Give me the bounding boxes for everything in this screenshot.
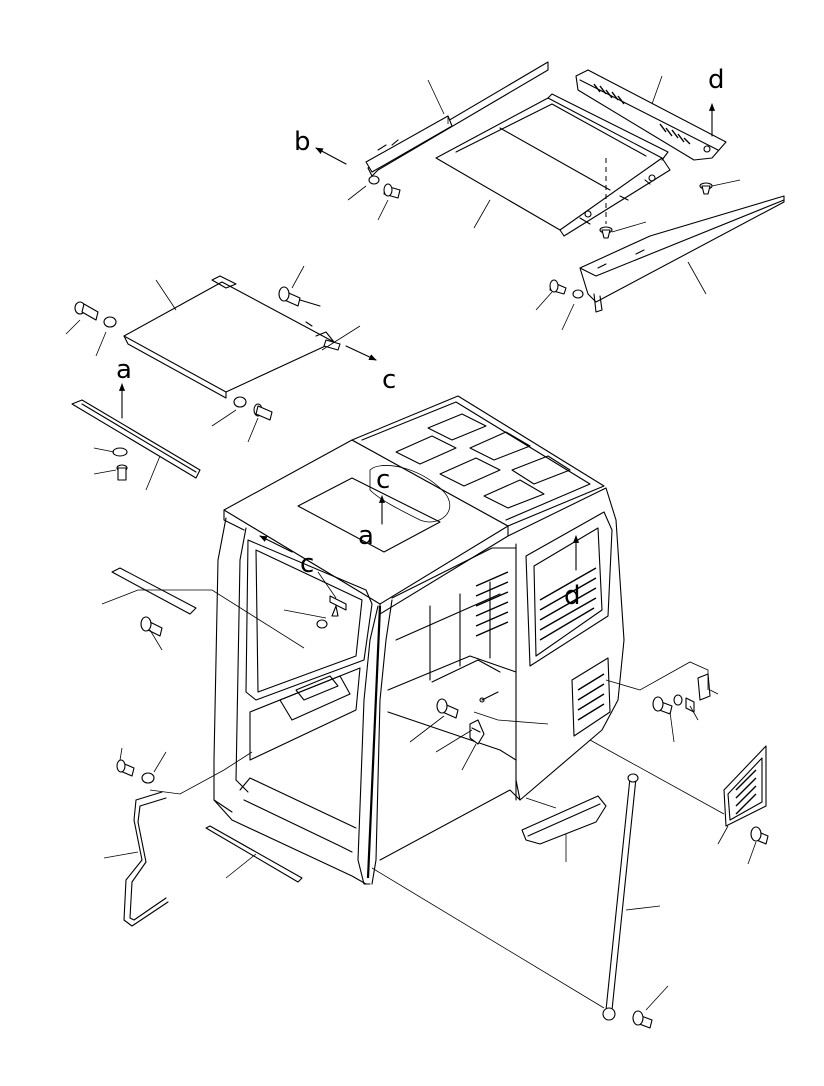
door-bolt-center — [436, 698, 459, 719]
cab-frame — [213, 395, 625, 885]
direction-arrows — [118, 103, 716, 571]
roof-window-outline-marker — [369, 465, 451, 523]
label-b: b — [294, 127, 311, 157]
step-cover-part — [521, 795, 607, 845]
stay-rod-bolt — [632, 1010, 653, 1029]
label-c-right: c — [382, 365, 396, 395]
door-striker-part — [469, 719, 485, 745]
left-strip-part — [111, 567, 197, 615]
label-d-top: d — [708, 65, 725, 95]
roof-bolt-right — [699, 182, 713, 195]
right-roof-rail-part — [579, 195, 785, 313]
screen-washer-left — [74, 301, 117, 328]
sun-screen-part — [123, 275, 335, 399]
label-c-center: c — [376, 465, 390, 495]
rear-roof-cover-part — [575, 69, 727, 161]
door-pin-part — [479, 691, 499, 703]
rail-bolt-lower — [549, 279, 584, 299]
grille-bolt — [750, 826, 769, 845]
screen-connector — [323, 339, 341, 351]
screen-bolt-top — [278, 286, 321, 307]
leader-lines — [65, 75, 757, 1011]
vent-grille-part — [723, 745, 767, 827]
label-c-left: c — [300, 549, 314, 579]
door-stay-rod-part — [602, 773, 639, 1021]
label-a-top: a — [116, 355, 132, 385]
upper-roof-rail-part — [365, 61, 549, 177]
handrail-bolt — [116, 759, 155, 784]
handrail-part — [123, 791, 169, 927]
label-a-center: a — [358, 521, 374, 551]
left-trim-strip-part — [71, 399, 201, 479]
latch-bracket-part — [329, 595, 347, 617]
left-strip-bolt — [140, 616, 163, 637]
roof-bolt-center — [599, 158, 613, 239]
label-d-right: d — [564, 581, 581, 611]
floor-strip-part — [205, 825, 303, 883]
latch-bolt-part — [316, 619, 328, 629]
side-bolt-group — [652, 673, 711, 715]
roof-bolt-left — [368, 175, 401, 199]
trim-strip-fasteners — [112, 447, 128, 481]
screen-washer-right — [233, 396, 273, 421]
